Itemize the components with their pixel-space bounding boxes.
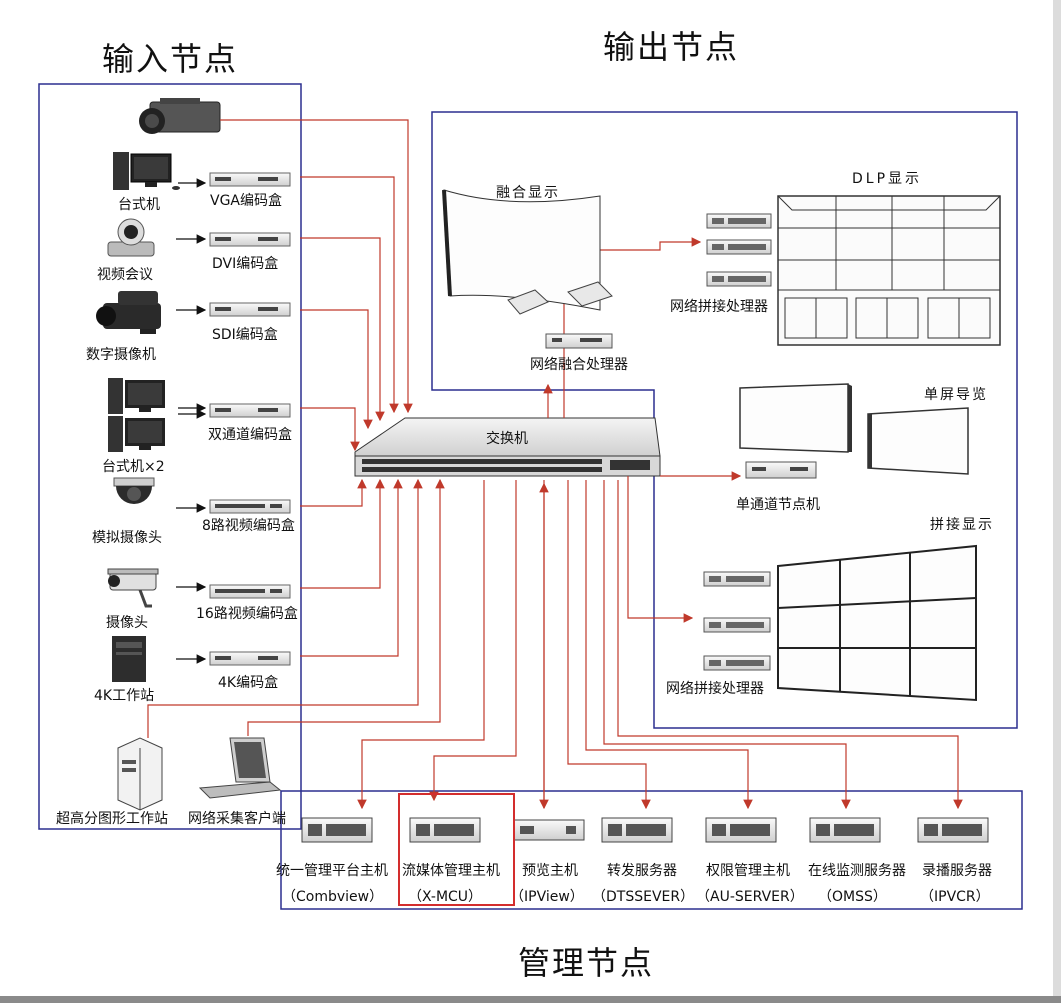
- encoder-label: SDI编码盒: [212, 327, 278, 343]
- laptop-icon: [198, 737, 282, 799]
- mgmt-code-label: （Combview）: [282, 889, 384, 905]
- encoder-label: 16路视频编码盒: [196, 606, 298, 622]
- dlp-display-label: DLP显示: [852, 171, 923, 187]
- splice-display-label: 拼接显示: [930, 517, 994, 533]
- fusion-processor-box: [545, 333, 613, 349]
- capture-client-label: 网络采集客户端: [188, 811, 286, 827]
- mgmt-code-label: （X-MCU）: [408, 889, 483, 905]
- dlp-video-wall: [777, 195, 1001, 346]
- splice-video-wall: [777, 544, 977, 702]
- device-label: 4K工作站: [94, 688, 155, 704]
- dual-desktop-icon: [108, 378, 165, 452]
- workstation-tower-icon: [112, 636, 146, 682]
- management-frame: [280, 790, 1023, 910]
- scrollbar-track[interactable]: [1053, 0, 1061, 996]
- device-label: 台式机: [118, 197, 160, 213]
- mgmt-name-label: 录播服务器: [922, 863, 992, 879]
- encoder-boxes: [209, 172, 291, 666]
- fusion-curved-screen: [442, 189, 601, 311]
- mgmt-code-label: （DTSSEVER）: [592, 889, 695, 905]
- fusion-display-label: 融合显示: [496, 185, 560, 201]
- encoder-label: VGA编码盒: [210, 193, 283, 209]
- device-label: 模拟摄像头: [92, 530, 162, 546]
- bottom-edge: [0, 996, 1061, 1003]
- management-nodes-title: 管理节点: [518, 944, 655, 982]
- mgmt-code-label: （IPVCR）: [920, 889, 990, 905]
- mgmt-name-label: 转发服务器: [607, 863, 677, 879]
- encoder-label: DVI编码盒: [212, 256, 279, 272]
- mgmt-name-label: 流媒体管理主机: [402, 863, 500, 879]
- device-label: 台式机×2: [102, 459, 165, 475]
- mgmt-name-label: 预览主机: [522, 863, 578, 879]
- device-label: 视频会议: [97, 267, 153, 283]
- single-screens: [739, 383, 969, 475]
- single-screen-label: 单屏导览: [924, 387, 988, 403]
- splice-processor-stack: [703, 571, 771, 671]
- mgmt-code-label: （AU-SERVER）: [696, 889, 804, 905]
- mgmt-name-label: 统一管理平台主机: [276, 863, 388, 879]
- workstation-label: 超高分图形工作站: [56, 811, 168, 827]
- selected-node-highlight: [398, 793, 515, 906]
- single-channel-node-label: 单通道节点机: [736, 497, 820, 513]
- ip-camera-icon: [139, 98, 221, 134]
- mgmt-name-label: 在线监测服务器: [808, 863, 906, 879]
- encoder-label: 4K编码盒: [218, 675, 279, 691]
- bullet-camera-icon: [107, 568, 159, 608]
- input-nodes-title: 输入节点: [102, 40, 239, 78]
- switch-label: 交换机: [486, 431, 528, 447]
- device-label: 摄像头: [106, 615, 148, 631]
- encoder-label: 双通道编码盒: [208, 427, 292, 443]
- projectors-icon: [507, 281, 613, 315]
- management-servers: [301, 817, 989, 843]
- conference-camera-icon: [107, 218, 155, 257]
- mgmt-name-label: 权限管理主机: [706, 863, 790, 879]
- desktop-icon: [113, 152, 180, 190]
- network-switch-icon: [354, 417, 661, 477]
- device-label: 数字摄像机: [86, 347, 156, 363]
- input-frame: [38, 83, 302, 830]
- fusion-processor-label: 网络融合处理器: [530, 357, 628, 373]
- output-nodes-title: 输出节点: [603, 28, 740, 66]
- dome-camera-icon: [113, 477, 155, 504]
- splice-processor-label: 网络拼接处理器: [666, 681, 764, 697]
- single-channel-node-box: [745, 461, 817, 479]
- output-frame: [431, 111, 1018, 729]
- camcorder-icon: [96, 291, 161, 334]
- dlp-processor-label: 网络拼接处理器: [670, 299, 768, 315]
- encoder-box-details: [215, 177, 282, 660]
- graphics-workstation-icon: [117, 737, 163, 811]
- mgmt-code-label: （IPView）: [510, 889, 584, 905]
- encoder-label: 8路视频编码盒: [202, 518, 295, 534]
- mgmt-code-label: （OMSS）: [818, 889, 887, 905]
